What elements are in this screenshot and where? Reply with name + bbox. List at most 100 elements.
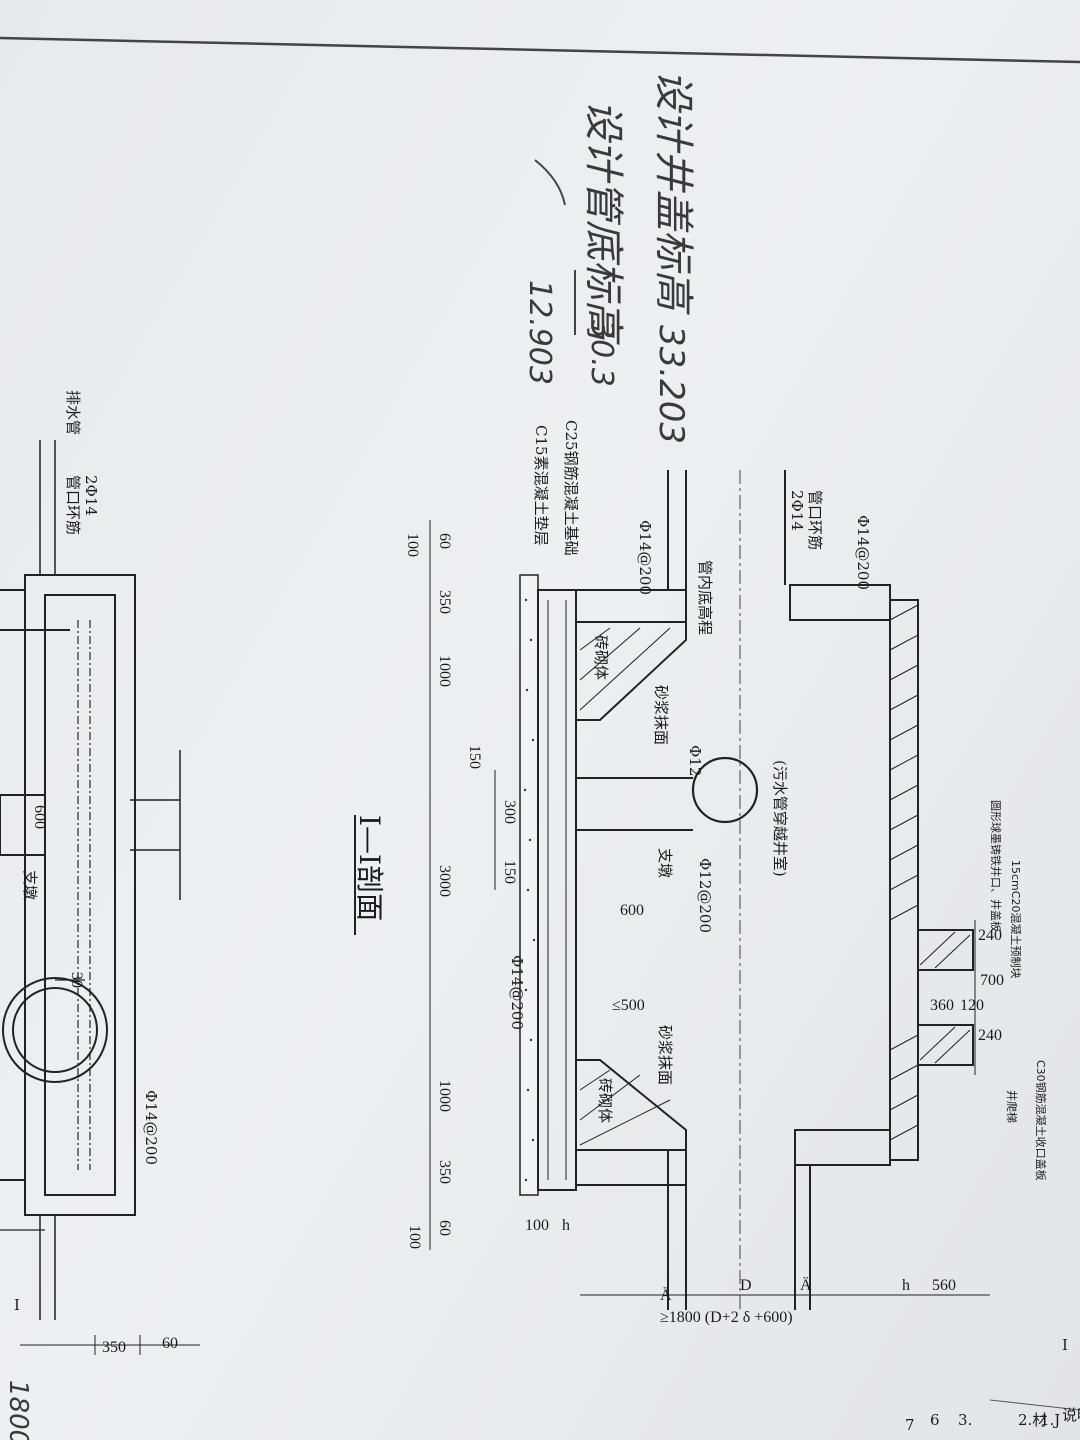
c15-cushion-layer	[519, 574, 539, 1196]
left-outer-wall	[24, 574, 136, 1216]
left-rebar-label: Φ14@200	[142, 1090, 160, 1165]
dim-500: ≤500	[612, 997, 645, 1014]
notes-block: 说明 1.J 2.材 3. 6 7 I	[905, 1336, 1080, 1434]
svg-text:砂浆抹面: 砂浆抹面	[656, 1025, 674, 1085]
handwritten-line2: 设计管底标高	[580, 100, 626, 345]
svg-text:支墩: 支墩	[656, 848, 674, 878]
svg-text:(污水管穿越井室): (污水管穿越井室)	[771, 760, 789, 877]
left-dim-30: 30	[68, 972, 85, 988]
left-ring-label: 管口环筋 2Φ14	[64, 475, 100, 535]
dim-60b: 60	[436, 1220, 453, 1236]
note-3: 3.	[958, 1411, 972, 1429]
dim-150b: 150	[501, 860, 518, 884]
cover-hatch	[919, 931, 971, 1064]
dim-60: 60	[436, 533, 453, 549]
label-d12: Φ12	[686, 745, 704, 776]
dim-240b: 240	[978, 1027, 1002, 1044]
dim-100h: 100	[525, 1217, 549, 1234]
note-6: 6	[930, 1411, 940, 1429]
left-plan-view	[0, 440, 200, 1355]
svg-text:支墩: 支墩	[21, 870, 39, 900]
dim-560: 560	[932, 1277, 956, 1294]
left-inner-wall	[44, 594, 116, 1196]
note-7: 7	[905, 1416, 915, 1434]
upper-wall-top	[789, 584, 891, 621]
svg-text:Φ12@200: Φ12@200	[696, 858, 714, 933]
dim-h: h	[562, 1217, 570, 1234]
dim-h2: h	[902, 1277, 910, 1294]
label-cover-notes: 圆形球墨铸铁井口、井盖板 15cmC20混凝土预制块 C30钢筋混凝土收口盖板	[989, 800, 1048, 1181]
label-d12-200: Φ12@200	[696, 858, 714, 933]
dim-120: 120	[960, 997, 984, 1014]
handwritten-line2-value: 30.3	[584, 320, 619, 387]
svg-text:Φ14@200: Φ14@200	[854, 515, 872, 590]
svg-text:C30钢筋混凝土收口盖板: C30钢筋混凝土收口盖板	[1034, 1060, 1048, 1181]
svg-text:管内底高程: 管内底高程	[696, 560, 714, 635]
left-support-pier	[0, 794, 46, 856]
handwritten-line1-value: 33.203	[651, 325, 691, 444]
svg-text:Φ14@200: Φ14@200	[508, 955, 526, 1030]
svg-text:Φ12: Φ12	[686, 745, 704, 776]
outer-shell	[889, 599, 919, 1161]
left-dim-600: 600	[31, 805, 48, 829]
svg-text:砂浆抹面: 砂浆抹面	[652, 685, 670, 745]
dim-600: 600	[620, 902, 644, 919]
handwritten-notes: 设计井盖标高 33.203 设计管底标高 30.3 12.903	[522, 70, 696, 444]
label-rebar-b: Φ14@200	[854, 515, 872, 590]
notes-head: 说明	[1062, 1406, 1080, 1424]
dim-300: 300	[501, 800, 518, 824]
label-mortar-b: 砂浆抹面	[656, 1025, 674, 1085]
svg-text:600: 600	[31, 805, 48, 829]
handwritten-line3-value: 12.903	[522, 280, 557, 385]
outer-shell-hatch	[889, 604, 919, 1141]
dim-d: D	[740, 1277, 752, 1294]
label-support: 支墩	[656, 848, 674, 878]
dim-3000: 3000	[436, 865, 453, 897]
dim-350b: 350	[436, 1160, 453, 1184]
section-i-i	[429, 470, 990, 1310]
svg-text:30: 30	[68, 972, 85, 988]
note-1: 1.J	[1040, 1411, 1060, 1429]
left-pipe-outer	[2, 977, 108, 1083]
left-dim-350: 350	[102, 1339, 126, 1356]
svg-text:C15素混凝土垫层: C15素混凝土垫层	[532, 425, 550, 546]
dim-100: 100	[404, 533, 421, 557]
dim-1000a: 1000	[436, 655, 453, 687]
base-wall-bottom	[575, 1149, 687, 1186]
sewer-pipe	[691, 756, 759, 824]
dim-bottom-width: ≥1800 (D+2 δ +600)	[660, 1309, 793, 1326]
label-c15: C15素混凝土垫层	[532, 425, 550, 546]
label-sewer-pipe: (污水管穿越井室)	[771, 760, 789, 877]
svg-text:2Φ14: 2Φ14	[788, 490, 806, 531]
dim-100b: 100	[406, 1225, 423, 1249]
cushion-dots	[523, 598, 536, 1182]
svg-text:1800: 1800	[3, 1380, 33, 1440]
dim-1000b: 1000	[436, 1080, 453, 1112]
section-mark-right: I	[1062, 1336, 1068, 1354]
left-drain-label: 排水管	[64, 390, 82, 435]
brick-wedge-top	[575, 621, 687, 721]
cover-slab-right	[917, 1024, 974, 1066]
label-rebar-c: Φ14@200	[508, 955, 526, 1030]
left-dim-60: 60	[162, 1335, 178, 1352]
sheet-border-top	[0, 36, 1080, 64]
dim-delta-a: Ä	[660, 1286, 672, 1304]
svg-text:Φ14@200: Φ14@200	[142, 1090, 160, 1165]
c25-foundation-slab	[537, 589, 577, 1191]
label-brick-a: 砖砌体	[592, 635, 610, 680]
label-rebar-a: Φ14@200	[636, 520, 654, 595]
dimensions: 60 100 350 1000 150 300 150 3000 1000 35…	[404, 533, 1004, 1326]
dim-delta-b: Ä	[800, 1276, 812, 1294]
svg-text:Φ14@200: Φ14@200	[636, 520, 654, 595]
svg-text:砖砌体: 砖砌体	[596, 1078, 614, 1123]
section-title: I—I剖面	[353, 815, 386, 921]
svg-text:排水管: 排水管	[64, 390, 82, 435]
left-support-label: 支墩	[21, 870, 39, 900]
svg-text:圆形球墨铸铁井口、井盖板: 圆形球墨铸铁井口、井盖板	[989, 800, 1003, 932]
dim-240a: 240	[978, 927, 1002, 944]
handwritten-stroke	[534, 159, 566, 206]
label-c25: C25钢筋混凝土基础	[562, 420, 580, 556]
left-pipe-inner	[12, 987, 98, 1073]
